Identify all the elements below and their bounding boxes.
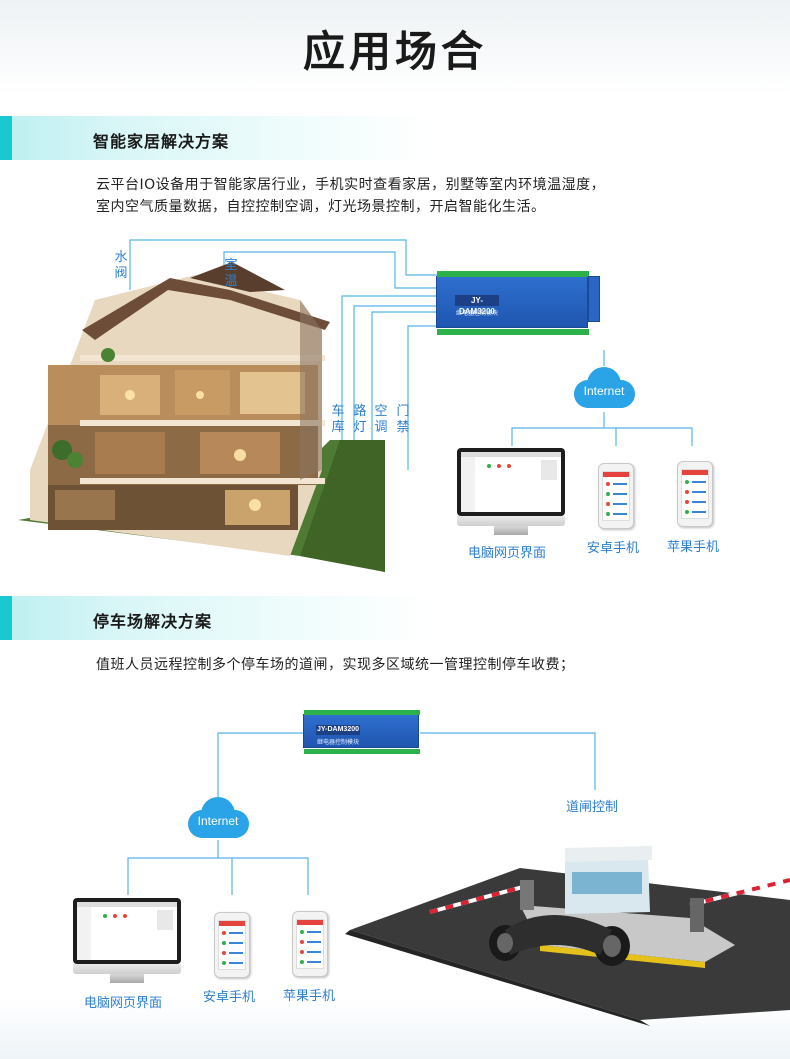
- parking-web-interface-screen: [77, 902, 177, 960]
- cloud-icon: [574, 367, 635, 408]
- pc-monitor: [457, 448, 565, 516]
- parking-pc-monitor: [73, 898, 181, 964]
- parking-internet-cloud: Internet: [180, 790, 256, 848]
- access-label: 门禁: [396, 404, 410, 435]
- controller-board: JY-DAM3200 继电器控制模块: [436, 271, 589, 335]
- air-con-label: 空调: [374, 404, 388, 435]
- android-label: 安卓手机: [587, 541, 640, 556]
- parking-apple-label: 苹果手机: [283, 989, 336, 1004]
- smart-home-description: 云平台IO设备用于智能家居行业，手机实时查看家居，别墅等室内环境温湿度， 室内空…: [96, 174, 605, 218]
- parking-board-subtitle: 继电器控制模块: [316, 740, 359, 746]
- internet-cloud: Internet: [566, 360, 642, 418]
- smart-home-description-line-2: 室内空气质量数据，自控控制空调，灯光场景控制，开启智能化生活。: [96, 199, 546, 215]
- internet-label: Internet: [583, 384, 625, 398]
- water-valve-label: 水阀: [114, 250, 128, 281]
- parking-header-bar: [0, 596, 430, 640]
- parking-description: 值班人员远程控制多个停车场的道闸，实现多区域统一管理控制停车收费；: [96, 657, 575, 673]
- parking-pc-label: 电脑网页界面: [84, 996, 163, 1011]
- water-valve-line: [129, 239, 440, 290]
- cloud-icon: [188, 797, 249, 838]
- android-phone: [598, 463, 634, 529]
- smart-home-header-bar: [0, 116, 430, 160]
- parking-internet-label: Internet: [197, 814, 239, 828]
- parking-heading: 停车场解决方案: [93, 612, 213, 631]
- apple-label: 苹果手机: [667, 540, 720, 555]
- pc-label: 电脑网页界面: [468, 546, 547, 561]
- parking-android-phone: [214, 912, 250, 978]
- web-interface-screen: [461, 452, 561, 512]
- parking-board-model: JY-DAM3200: [316, 725, 360, 735]
- page-title: 应用场合: [302, 27, 487, 76]
- board-model: JY-DAM3200: [455, 295, 499, 316]
- parking-apple-phone: [292, 911, 328, 977]
- smart-home-description-line-1: 云平台IO设备用于智能家居行业，手机实时查看家居，别墅等室内环境温湿度，: [96, 177, 606, 193]
- apple-phone: [677, 461, 713, 527]
- gate-control-label: 道闸控制: [566, 800, 619, 815]
- room-temp-label: 室温: [224, 258, 238, 289]
- street-light-label: 路灯: [353, 404, 367, 435]
- parking-controller-board: JY-DAM3200 继电器控制模块: [303, 710, 420, 754]
- garage-label: 车库: [331, 404, 345, 435]
- board-subtitle: 继电器控制模块: [455, 311, 498, 317]
- parking-android-label: 安卓手机: [203, 990, 256, 1005]
- smart-home-heading: 智能家居解决方案: [93, 132, 230, 151]
